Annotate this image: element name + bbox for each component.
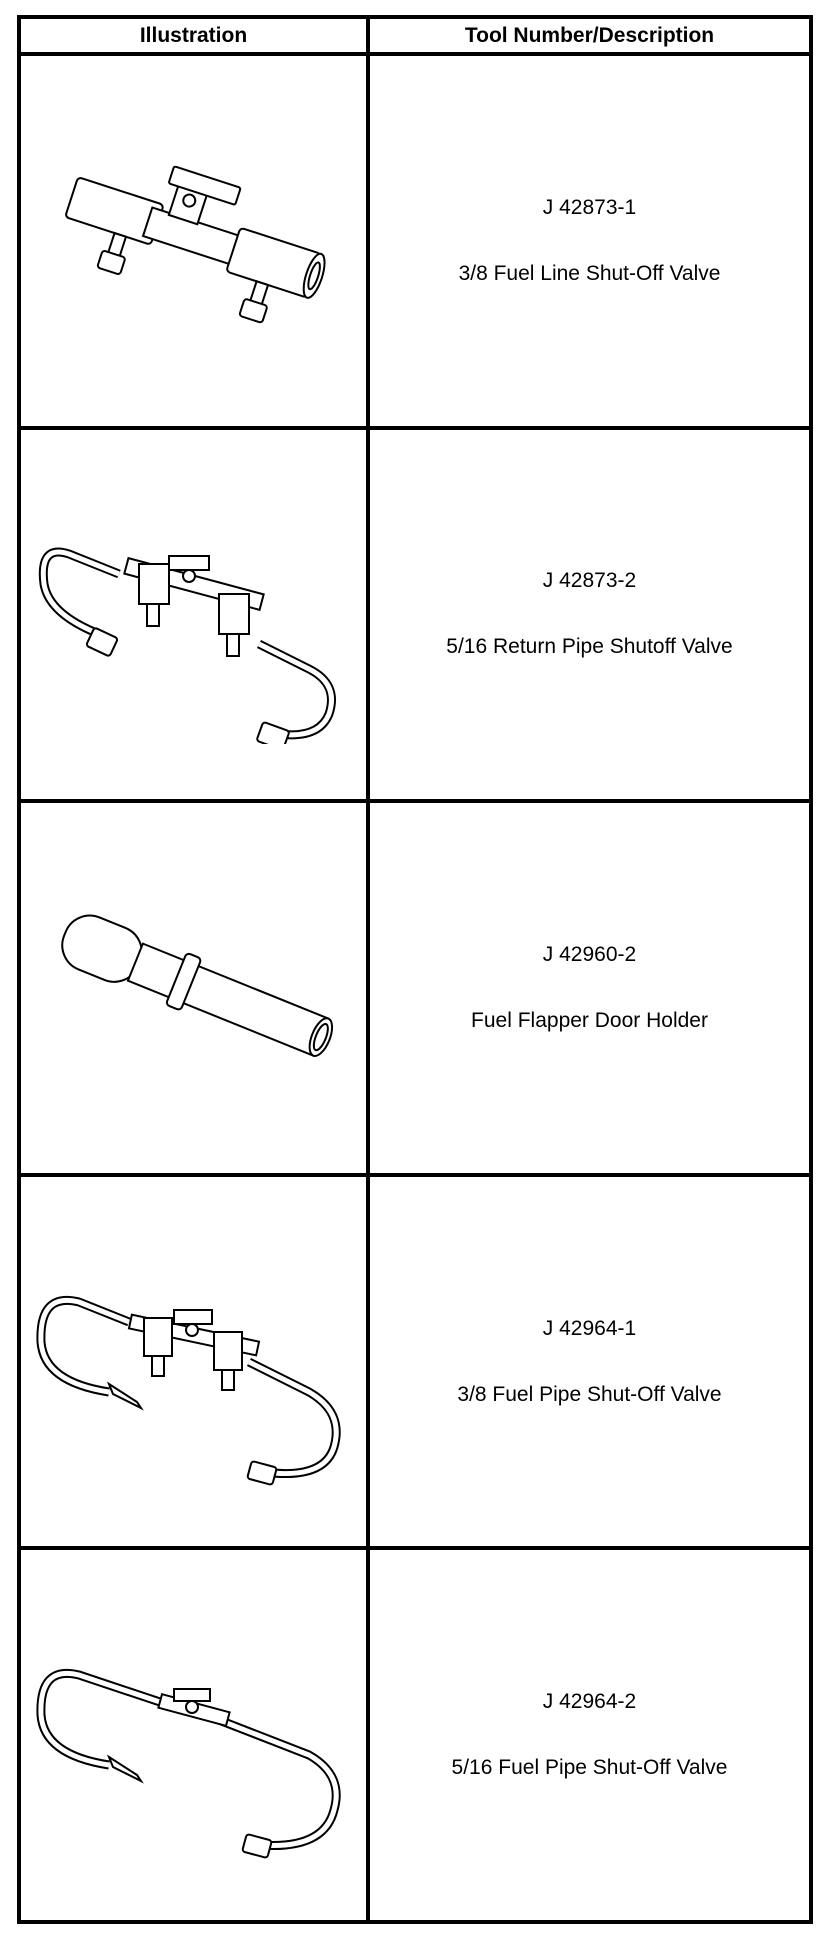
tool-description: 5/16 Return Pipe Shutoff Valve (446, 635, 733, 659)
header-tool-number-description: Tool Number/Description (366, 15, 813, 56)
flapper-door-holder-icon (60, 914, 333, 1057)
tool-description: 3/8 Fuel Line Shut-Off Valve (458, 261, 721, 285)
fuel-line-shutoff-valve-icon (64, 165, 326, 324)
return-pipe-shutoff-valve-icon (38, 548, 336, 745)
tool-number: J 42964-1 (542, 1316, 637, 1340)
tool-number: J 42873-1 (542, 195, 637, 219)
tool-number: J 42964-2 (542, 1690, 637, 1714)
illustration-cell (17, 1172, 370, 1551)
tool-number: J 42960-2 (542, 942, 637, 966)
illustration-cell (17, 425, 370, 804)
tool-number: J 42873-2 (542, 569, 637, 593)
special-tools-table: Illustration Tool Number/Description (17, 15, 813, 1924)
description-cell: J 42960-2 Fuel Flapper Door Holder (366, 799, 813, 1177)
fuel-pipe-shutoff-valve-icon (35, 1295, 341, 1485)
header-illustration: Illustration (17, 15, 370, 56)
description-cell: J 42964-2 5/16 Fuel Pipe Shut-Off Valve (366, 1546, 813, 1924)
tool-description: Fuel Flapper Door Holder (471, 1008, 708, 1032)
description-cell: J 42964-1 3/8 Fuel Pipe Shut-Off Valve (366, 1172, 813, 1551)
illustration-cell (17, 799, 370, 1177)
fuel-pipe-shutoff-valve-long-icon (35, 1669, 341, 1859)
tool-description: 5/16 Fuel Pipe Shut-Off Valve (451, 1756, 728, 1780)
description-cell: J 42873-2 5/16 Return Pipe Shutoff Valve (366, 425, 813, 804)
description-cell: J 42873-1 3/8 Fuel Line Shut-Off Valve (366, 52, 813, 430)
table-row: J 42873-2 5/16 Return Pipe Shutoff Valve (17, 425, 813, 804)
table-row: J 42960-2 Fuel Flapper Door Holder (17, 799, 813, 1177)
illustration-cell (17, 1546, 370, 1924)
table-row: J 42873-1 3/8 Fuel Line Shut-Off Valve (17, 52, 813, 430)
table-row: J 42964-1 3/8 Fuel Pipe Shut-Off Valve (17, 1172, 813, 1551)
tool-description: 3/8 Fuel Pipe Shut-Off Valve (457, 1382, 722, 1406)
table-header-row: Illustration Tool Number/Description (17, 15, 813, 56)
table-row: J 42964-2 5/16 Fuel Pipe Shut-Off Valve (17, 1546, 813, 1924)
illustration-cell (17, 52, 370, 430)
